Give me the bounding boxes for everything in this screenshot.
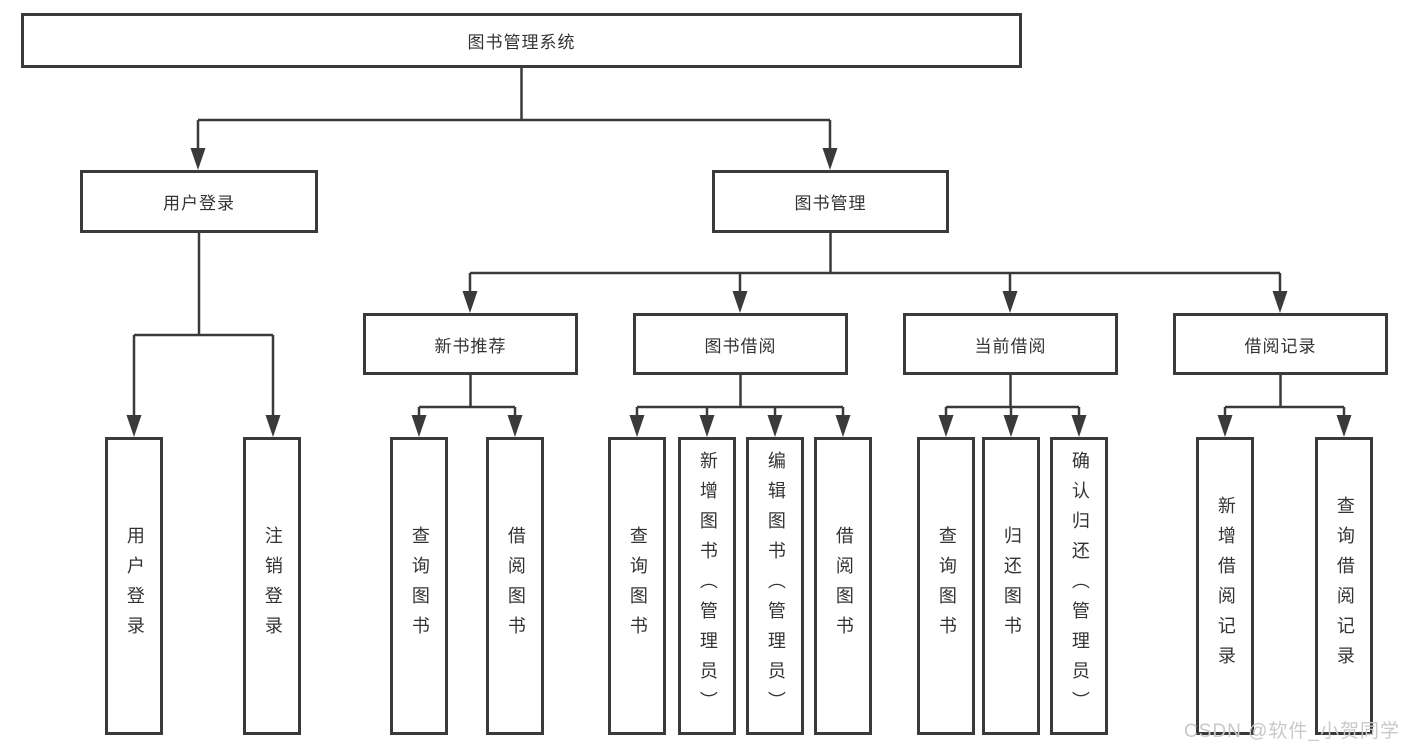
csdn-watermark: CSDN @软件_小贺同学 xyxy=(1184,721,1400,742)
leaf-edit-books-admin: 编辑图书（管理员） xyxy=(746,437,804,735)
node-user-login: 用户登录 xyxy=(80,170,318,233)
leaf-user-login-label: 用户登录 xyxy=(124,526,145,646)
leaf-borrow-books-recommend: 借阅图书 xyxy=(486,437,544,735)
leaf-borrow-books-borrowing: 借阅图书 xyxy=(814,437,872,735)
leaf-confirm-return-admin-label: 确认归还（管理员） xyxy=(1069,451,1090,721)
leaf-query-borrow-record-label: 查询借阅记录 xyxy=(1334,496,1355,676)
leaf-query-books-borrowing-label: 查询图书 xyxy=(627,526,648,646)
leaf-add-borrow-record: 新增借阅记录 xyxy=(1196,437,1254,735)
node-book-borrowing: 图书借阅 xyxy=(633,313,848,375)
leaf-return-books: 归还图书 xyxy=(982,437,1040,735)
node-current-borrowing: 当前借阅 xyxy=(903,313,1118,375)
leaf-add-borrow-record-label: 新增借阅记录 xyxy=(1215,496,1236,676)
leaf-query-books-current: 查询图书 xyxy=(917,437,975,735)
leaf-borrow-books-borrowing-label: 借阅图书 xyxy=(833,526,854,646)
node-book-management: 图书管理 xyxy=(712,170,949,233)
leaf-confirm-return-admin: 确认归还（管理员） xyxy=(1050,437,1108,735)
leaf-query-books-current-label: 查询图书 xyxy=(936,526,957,646)
node-new-book-recommend: 新书推荐 xyxy=(363,313,578,375)
node-borrowing-records: 借阅记录 xyxy=(1173,313,1388,375)
leaf-borrow-books-recommend-label: 借阅图书 xyxy=(505,526,526,646)
leaf-query-books-recommend-label: 查询图书 xyxy=(409,526,430,646)
leaf-add-books-admin: 新增图书（管理员） xyxy=(678,437,736,735)
leaf-logout: 注销登录 xyxy=(243,437,301,735)
leaf-logout-label: 注销登录 xyxy=(262,526,283,646)
node-root-system: 图书管理系统 xyxy=(21,13,1022,68)
leaf-add-books-admin-label: 新增图书（管理员） xyxy=(697,451,718,721)
leaf-edit-books-admin-label: 编辑图书（管理员） xyxy=(765,451,786,721)
leaf-query-borrow-record: 查询借阅记录 xyxy=(1315,437,1373,735)
leaf-user-login: 用户登录 xyxy=(105,437,163,735)
leaf-return-books-label: 归还图书 xyxy=(1001,526,1022,646)
leaf-query-books-borrowing: 查询图书 xyxy=(608,437,666,735)
leaf-query-books-recommend: 查询图书 xyxy=(390,437,448,735)
